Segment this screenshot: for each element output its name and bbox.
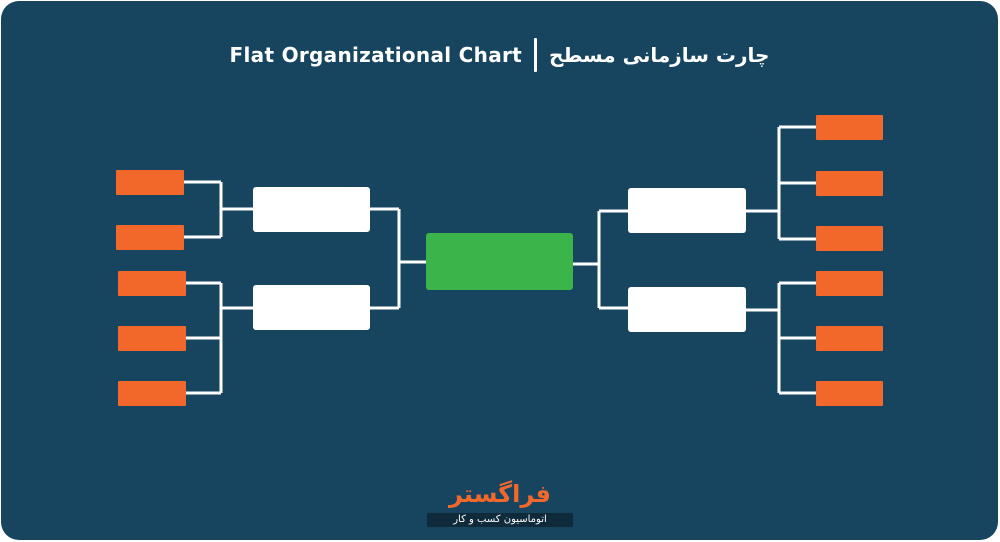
logo-tagline: اتوماسیون کسب و کار bbox=[427, 513, 573, 527]
connectors bbox=[184, 125, 816, 395]
right-middle-box-2 bbox=[628, 287, 746, 332]
right-leaf-box-4 bbox=[816, 271, 883, 296]
brand-logo: فراگستر اتوماسیون کسب و کار bbox=[427, 479, 573, 527]
right-leaf-box-5 bbox=[816, 326, 883, 351]
right-leaf-box-6 bbox=[816, 381, 883, 406]
title-persian: چارت سازمانی مسطح bbox=[549, 43, 770, 67]
right-leaf-box-1 bbox=[816, 115, 883, 140]
connector-root-right bbox=[573, 209, 628, 310]
left-leaf-box-5 bbox=[118, 381, 186, 406]
title-row: Flat Organizational Chart چارت سازمانی م… bbox=[1, 37, 998, 73]
root-box bbox=[426, 233, 573, 290]
connector-right-mid2 bbox=[746, 281, 816, 395]
right-leaf-box-3 bbox=[816, 226, 883, 251]
right-middle-box-1 bbox=[628, 188, 746, 233]
title-english: Flat Organizational Chart bbox=[229, 43, 523, 67]
logo-name: فراگستر bbox=[449, 480, 551, 508]
left-leaf-box-1 bbox=[116, 170, 184, 195]
right-leaf-box-2 bbox=[816, 171, 883, 196]
left-leaf-box-4 bbox=[118, 326, 186, 351]
connector-left-mid1 bbox=[184, 180, 253, 239]
left-middle-box-2 bbox=[253, 285, 370, 330]
connector-left-mid2 bbox=[186, 281, 253, 395]
left-leaf-box-3 bbox=[118, 271, 186, 296]
left-middle-box-1 bbox=[253, 187, 370, 232]
title-separator bbox=[534, 38, 538, 72]
connector-root-left bbox=[370, 207, 426, 310]
connector-right-mid1 bbox=[746, 125, 816, 241]
left-leaf-box-2 bbox=[116, 225, 184, 250]
